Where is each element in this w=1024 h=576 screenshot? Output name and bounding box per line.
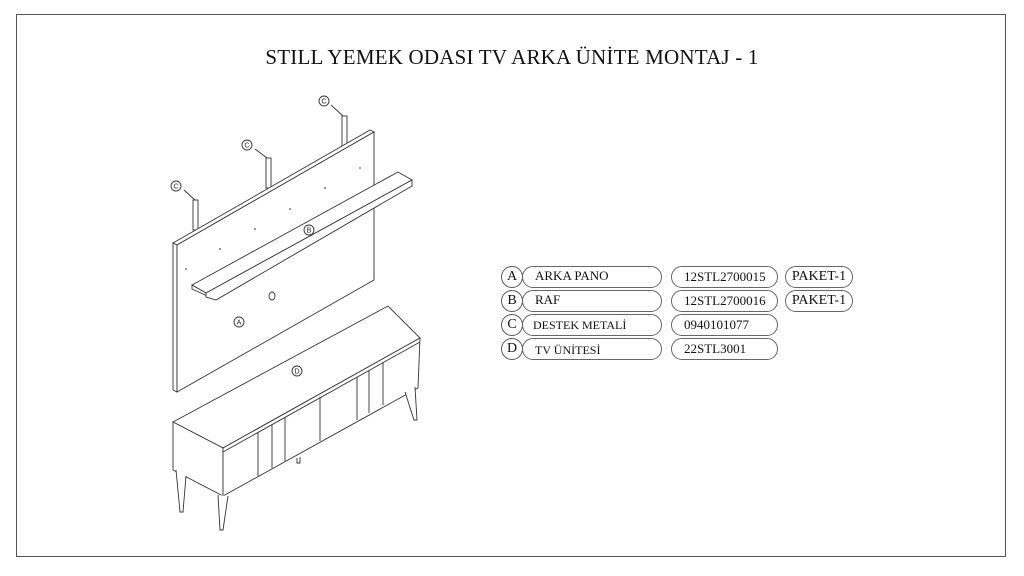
part-package: PAKET-1 [785, 266, 853, 288]
support-metal-posts [183, 104, 348, 231]
callouts [170, 95, 330, 377]
label-a: A [237, 320, 242, 327]
part-code: 12STL2700016 [671, 290, 778, 312]
part-letter: C [501, 314, 523, 336]
part-code: 22STL3001 [671, 338, 778, 360]
part-name: RAF [522, 290, 662, 312]
part-name: TV ÜNİTESİ [522, 338, 662, 360]
part-code: 12STL2700015 [671, 266, 778, 288]
part-package: PAKET-1 [785, 290, 853, 312]
label-c-2: C [244, 143, 249, 150]
part-letter: B [501, 290, 523, 312]
part-name: ARKA PANO [522, 266, 662, 288]
page-frame [16, 14, 1006, 557]
label-c-3: C [321, 99, 326, 106]
part-code: 0940101077 [671, 314, 778, 336]
page-title: STILL YEMEK ODASI TV ARKA ÜNİTE MONTAJ -… [265, 45, 759, 69]
part-name: DESTEK METALİ [522, 314, 662, 336]
label-c-1: C [173, 184, 178, 191]
part-letter: D [501, 338, 523, 360]
label-d: D [294, 369, 299, 376]
shelf-b [191, 171, 413, 301]
part-letter: A [501, 266, 523, 288]
label-b: B [307, 228, 312, 235]
tv-unit-d [172, 305, 421, 531]
